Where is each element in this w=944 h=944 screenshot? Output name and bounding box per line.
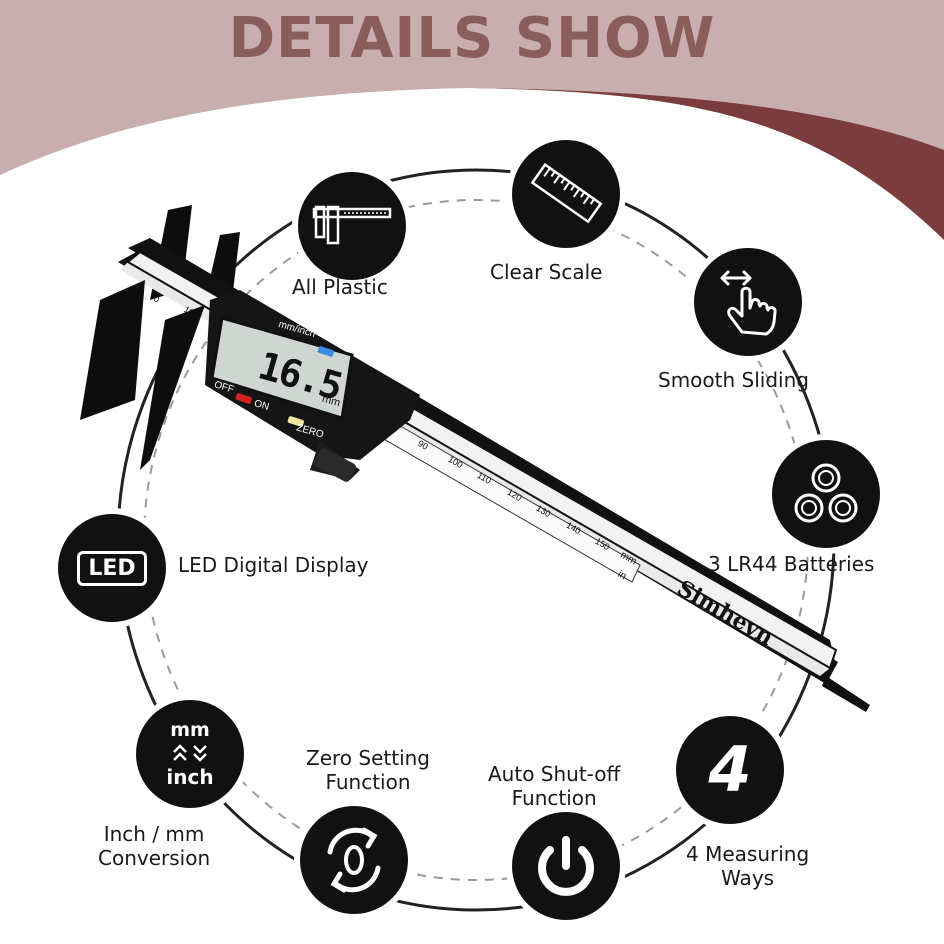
batteries-badge [772,440,880,548]
measuring-ways-label-line1: 4 Measuring [686,842,810,866]
zero-setting-label-line1: Zero Setting [306,746,430,770]
auto-shutoff-label: Auto Shut-off Function [488,762,620,810]
auto-shutoff-label-line1: Auto Shut-off [488,762,621,786]
measuring-ways-label-line2: Ways [721,866,775,890]
inch-icon-text: inch [166,765,214,789]
measuring-ways-label: 4 Measuring Ways [686,842,809,890]
led-icon-text: LED [88,555,136,581]
smooth-sliding-label: Smooth Sliding [658,368,809,392]
arrows-icon [173,744,207,762]
measuring-ways-badge: 4 [676,716,784,824]
clear-scale-label: Clear Scale [490,260,603,284]
auto-shutoff-label-line2: Function [511,786,597,810]
mm-inch-icon: mm inch [166,720,213,788]
page-title: DETAILS SHOW [228,6,716,71]
mm-icon-text: mm [170,719,210,741]
header-banner [0,0,944,240]
all-plastic-label: All Plastic [292,275,388,299]
power-icon [538,836,594,896]
conversion-label: Inch / mm Conversion [98,822,210,870]
clear-scale-badge [512,140,620,248]
zero-cycle-icon [327,827,381,893]
auto-shutoff-badge [512,812,620,920]
batteries-icon [794,463,858,523]
led-display-badge: LED [58,514,166,622]
zero-setting-label-line2: Function [325,770,411,794]
zero-setting-badge [300,806,408,914]
ruler-icon [530,162,603,224]
conversion-label-line1: Inch / mm [103,822,205,846]
all-plastic-badge [298,172,406,280]
led-display-label: LED Digital Display [178,553,369,577]
led-icon: LED [77,550,147,586]
conversion-label-line2: Conversion [98,846,211,870]
zero-setting-label: Zero Setting Function [306,746,430,794]
smooth-sliding-badge [694,248,802,356]
swipe-hand-icon [720,270,777,336]
number-four-icon: 4 [708,733,752,806]
conversion-badge: mm inch [136,700,244,808]
caliper-icon [312,205,392,245]
batteries-label: 3 LR44 Batteries [708,552,875,576]
